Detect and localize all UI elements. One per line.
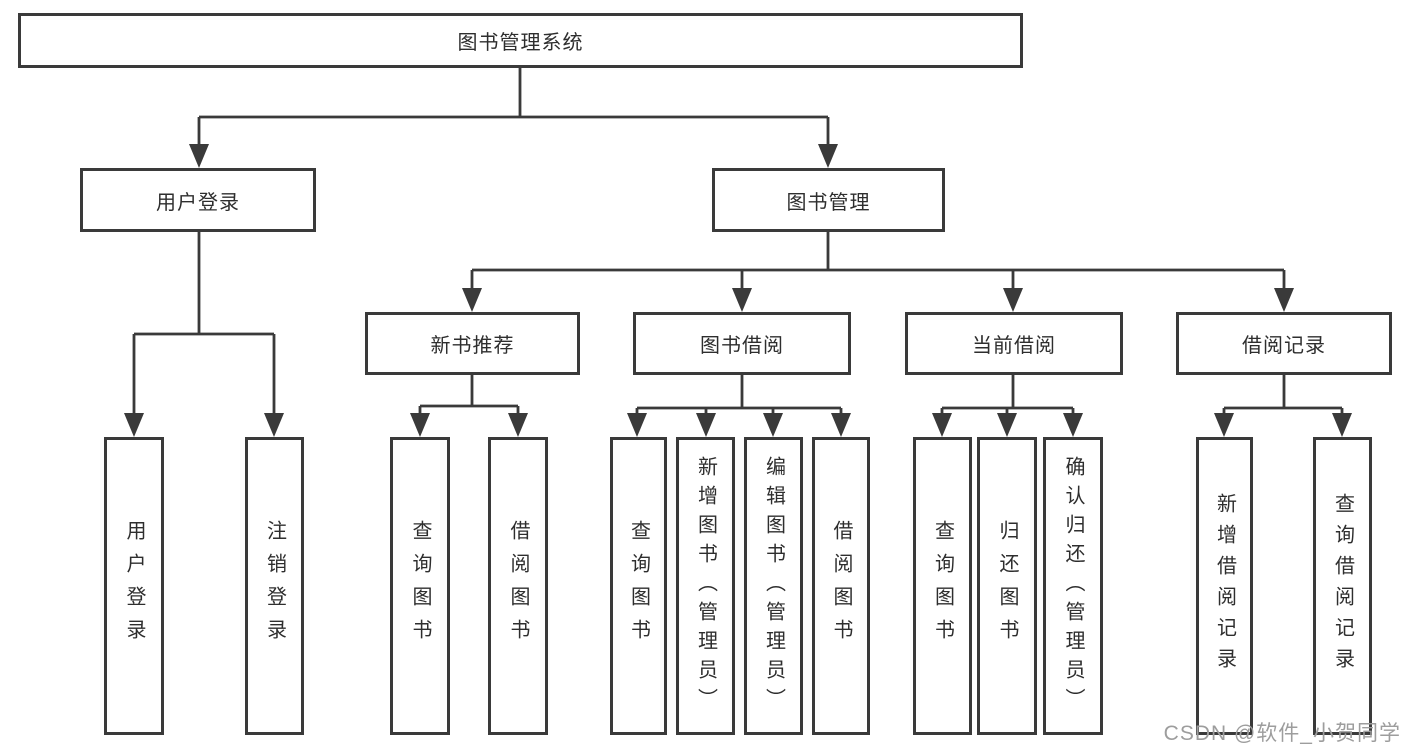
node-label: 归还图书 — [996, 520, 1018, 652]
node-leaf-add-books-admin: 新增图书（管理员） — [676, 437, 735, 735]
node-label: 查询图书 — [931, 520, 954, 652]
node-branch-user-login: 用户登录 — [80, 168, 316, 232]
node-label: 编辑图书（管理员） — [762, 455, 785, 717]
node-label: 查询图书 — [409, 520, 431, 652]
node-group-book-borrow: 图书借阅 — [633, 312, 851, 375]
node-leaf-query-books-recommend: 查询图书 — [390, 437, 450, 735]
csdn-watermark: CSDN @软件_小贺同学 — [1163, 722, 1401, 745]
node-label: 用户登录 — [123, 520, 145, 652]
node-leaf-return-books: 归还图书 — [977, 437, 1037, 735]
node-leaf-add-borrow-record: 新增借阅记录 — [1196, 437, 1253, 735]
node-group-current-borrow: 当前借阅 — [905, 312, 1123, 375]
node-label: 借阅记录 — [1242, 335, 1326, 357]
node-label: 用户登录 — [156, 191, 240, 214]
node-label: 查询图书 — [627, 520, 650, 652]
node-root-system: 图书管理系统 — [18, 13, 1023, 68]
node-label: 借阅图书 — [830, 520, 852, 652]
node-label: 新书推荐 — [430, 335, 515, 357]
node-label: 注销登录 — [263, 520, 286, 652]
node-leaf-borrow-books: 借阅图书 — [812, 437, 870, 735]
node-label: 图书管理 — [786, 191, 871, 214]
node-label: 当前借阅 — [972, 335, 1056, 357]
node-leaf-confirm-return-admin: 确认归还（管理员） — [1043, 437, 1103, 735]
node-leaf-user-login: 用户登录 — [104, 437, 164, 735]
node-branch-book-management: 图书管理 — [712, 168, 945, 232]
node-leaf-query-borrow-record: 查询借阅记录 — [1313, 437, 1372, 735]
node-group-borrow-records: 借阅记录 — [1176, 312, 1392, 375]
node-leaf-edit-books-admin: 编辑图书（管理员） — [744, 437, 803, 735]
node-label: 新增借阅记录 — [1213, 493, 1236, 679]
node-label: 借阅图书 — [507, 520, 529, 652]
node-leaf-query-books-borrow: 查询图书 — [610, 437, 667, 735]
node-label: 新增图书（管理员） — [694, 455, 717, 717]
node-leaf-borrow-books-recommend: 借阅图书 — [488, 437, 548, 735]
node-label: 确认归还（管理员） — [1062, 455, 1084, 717]
node-leaf-query-books-current: 查询图书 — [913, 437, 972, 735]
node-group-new-book-recommend: 新书推荐 — [365, 312, 580, 375]
node-label: 图书管理系统 — [457, 32, 584, 54]
node-label: 图书借阅 — [700, 335, 784, 357]
node-leaf-logout: 注销登录 — [245, 437, 304, 735]
node-label: 查询借阅记录 — [1331, 493, 1354, 679]
